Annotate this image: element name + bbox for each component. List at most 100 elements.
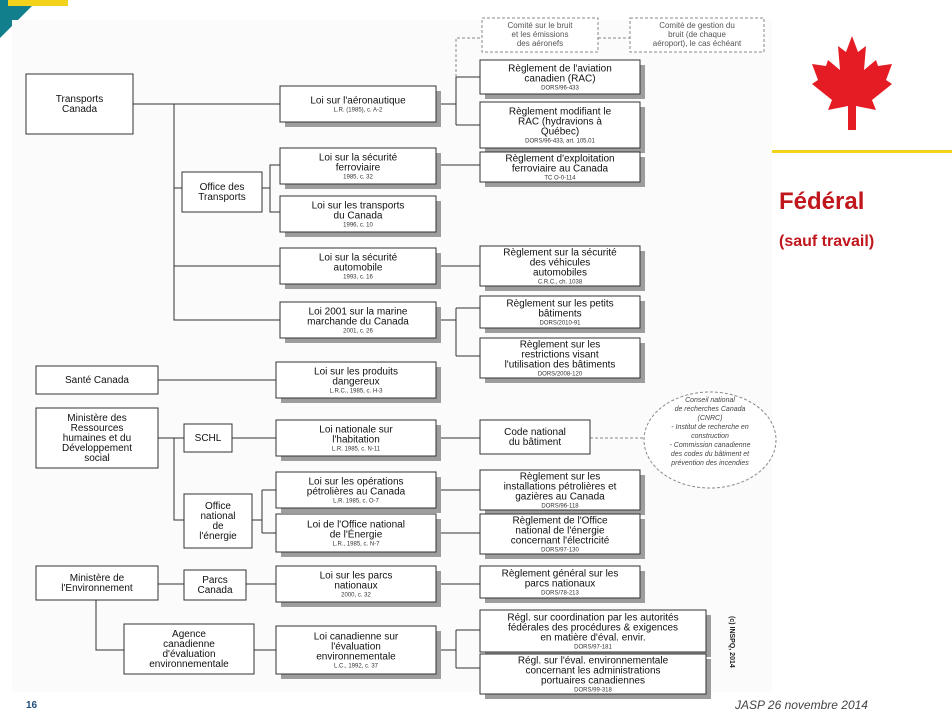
node-text: Loi sur les transports [312, 201, 405, 212]
node-text: Comité de gestion du [659, 21, 735, 30]
node-text: des véhicules [530, 258, 591, 269]
node-text: Canada [197, 585, 232, 596]
node-text: canadienne [163, 639, 215, 650]
node-reference: DORS/78-213 [541, 591, 579, 597]
node-text: - Commission canadienne [670, 442, 751, 449]
node-text: Règlement sur les [520, 472, 601, 483]
node-text: Règlement sur les [520, 340, 601, 351]
node-text: Ministère des [67, 413, 126, 424]
node-reg-portuaires: Régl. sur l'éval. environnementaleconcer… [479, 653, 711, 699]
flag-divider [772, 150, 952, 153]
node-text: environnementale [149, 659, 229, 670]
node-text: Règlement sur la sécurité [503, 248, 617, 259]
node-reference: 1993, c. 16 [343, 275, 373, 281]
copyright-watermark: (c) INSPQ, 2014 [728, 616, 735, 668]
node-reference: 1985, c. 32 [343, 175, 373, 181]
node-text: social [84, 453, 110, 464]
maple-leaf-icon [790, 28, 912, 146]
node-text: parcs nationaux [525, 579, 596, 590]
node-text: du bâtiment [509, 437, 561, 448]
node-text: de [212, 521, 224, 532]
node-text: Règlement sur les petits [506, 299, 613, 310]
node-text: aéroport), le cas échéant [653, 39, 742, 48]
node-text: Loi sur la sécurité [319, 253, 398, 264]
node-text: SCHL [195, 433, 222, 444]
node-text: Régl. sur l'éval. environnementale [518, 656, 669, 667]
node-text: bruit (de chaque [668, 30, 726, 39]
node-reference: DORS/96-433, art. 105.01 [525, 139, 595, 145]
page-number: 16 [26, 700, 38, 711]
node-text: national [200, 511, 235, 522]
node-text: - Institut de recherche en [671, 424, 749, 431]
node-text: Loi canadienne sur [314, 632, 399, 643]
node-text: Loi sur les opérations [308, 477, 403, 488]
node-schl: SCHL [183, 423, 233, 453]
node-text: Santé Canada [65, 375, 129, 386]
node-reference: L.R. (1985), c. A-2 [334, 108, 383, 114]
node-reference: L.R.C., 1985, c. H-3 [329, 389, 383, 395]
node-text: (CNRC) [698, 415, 723, 422]
node-text: Règlement général sur les [502, 569, 619, 580]
node-text: Loi sur les produits [314, 367, 398, 378]
node-text: Règlement de l'aviation [508, 64, 612, 75]
node-text: Loi 2001 sur la marine [309, 307, 408, 318]
node-reference: DORS/97-181 [574, 645, 612, 651]
node-text: Agence [172, 629, 206, 640]
node-text: Québec) [541, 127, 579, 138]
node-text: Code national [504, 427, 566, 438]
node-text: canadien (RAC) [524, 74, 595, 85]
node-text: ferroviaire au Canada [512, 164, 609, 175]
node-text: ferroviaire [336, 163, 381, 174]
node-text: gazières au Canada [515, 492, 605, 503]
node-text: concernant l'électricité [511, 536, 610, 547]
node-text: Transports [198, 192, 245, 203]
node-text: Office [205, 501, 231, 512]
node-text: portuaires canadiennes [541, 676, 645, 687]
node-text: Transports [56, 94, 103, 105]
node-text: Office des [200, 182, 245, 193]
node-text: d'évaluation [162, 649, 215, 660]
node-reference: DORS/97-130 [541, 548, 579, 554]
node-text: l'utilisation des bâtiments [505, 360, 616, 371]
node-text: fédérales des procédures & exigences [508, 623, 678, 634]
node-text: restrictions visant [521, 350, 598, 361]
node-reg-petits-batiments: Règlement sur les petitsbâtimentsDORS/20… [479, 295, 645, 333]
node-text: pétrolières au Canada [307, 487, 406, 498]
node-text: et les émissions [512, 30, 569, 39]
node-text: Comité sur le bruit [508, 21, 574, 30]
node-reference: L.R., 1985, c. N-7 [332, 542, 380, 548]
node-reference: 2001, c. 26 [343, 329, 373, 335]
node-reference: DORS/2010-91 [539, 321, 581, 327]
node-text: Loi nationale sur [319, 425, 393, 436]
node-text: automobile [334, 263, 383, 274]
node-reference: 1996, c. 10 [343, 223, 373, 229]
node-text: de recherches Canada [675, 406, 746, 413]
node-reference: L.R. 1985, c. O-7 [333, 499, 379, 505]
node-text: l'habitation [332, 435, 380, 446]
node-text: Règlement de l'Office [512, 516, 608, 527]
node-text: des aéronefs [517, 39, 563, 48]
node-text: RAC (hydravions à [518, 117, 602, 128]
